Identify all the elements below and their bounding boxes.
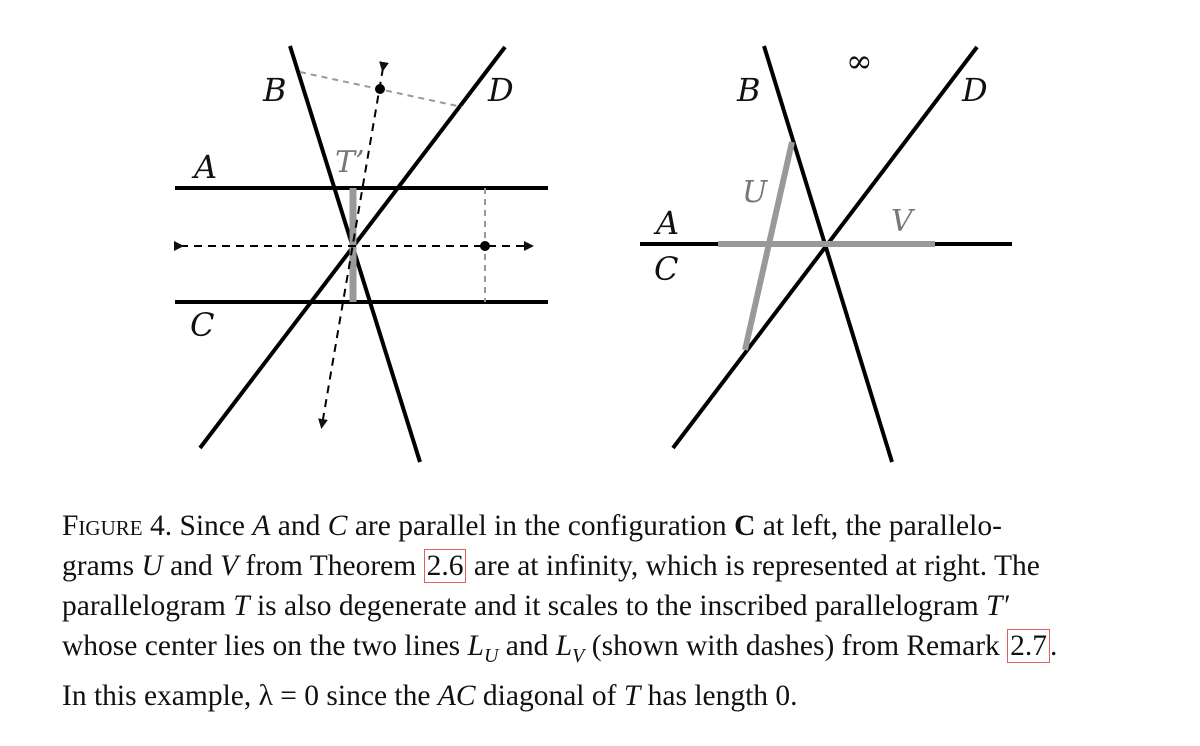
caption-text: and — [498, 630, 556, 662]
theorem-2-6-link[interactable]: 2.6 — [423, 549, 467, 583]
math-L: L — [555, 630, 573, 662]
label-B-left: B — [262, 71, 287, 109]
caption-text: are parallel in the configuration — [347, 510, 735, 542]
label-A-right: A — [653, 204, 679, 242]
right-panel: B D ∞ A C U V — [640, 42, 1012, 463]
line-D-right — [671, 45, 979, 450]
label-A-left: A — [191, 148, 217, 186]
label-B-right: B — [736, 71, 761, 109]
figure-caption: Figure 4. Since A and C are parallel in … — [62, 506, 1142, 716]
math-V: V — [220, 550, 239, 582]
figure-4: B D A C T’ B D ∞ A C U V — [174, 42, 1012, 463]
caption-line-5: In this example, λ = 0 since the AC diag… — [62, 676, 1142, 716]
math-L: L — [467, 630, 484, 662]
caption-text: . — [1050, 630, 1058, 662]
caption-text: parallelogram — [62, 590, 234, 622]
left-panel: B D A C T’ — [174, 45, 548, 463]
label-V: V — [891, 204, 916, 239]
label-D-right: D — [961, 71, 988, 109]
caption-text: diagonal of — [475, 679, 624, 712]
caption-text: is also degenerate and it scales to the … — [249, 590, 987, 622]
caption-text: and — [270, 510, 328, 542]
math-AC: AC — [437, 679, 476, 712]
caption-text: are at infinity, which is represented at… — [466, 550, 1040, 582]
math-T: T — [233, 590, 250, 622]
caption-text: from Theorem — [238, 550, 424, 582]
label-T-prime: T’ — [335, 145, 365, 180]
figure-svg: B D A C T’ B D ∞ A C U V — [174, 42, 1012, 463]
label-D-left: D — [487, 71, 514, 109]
math-A: A — [252, 510, 271, 542]
math-subscript-V: V — [572, 644, 585, 667]
caption-text: (shown with dashes) from Remark — [584, 630, 1008, 662]
caption-text: In this example, λ = 0 since the — [62, 679, 438, 712]
math-T: T — [623, 679, 641, 712]
label-C-right: C — [654, 250, 678, 288]
math-subscript-U: U — [483, 644, 499, 667]
caption-text: whose center lies on the two lines — [62, 630, 468, 662]
math-U: U — [141, 550, 163, 582]
remark-2-7-link[interactable]: 2.7 — [1007, 629, 1051, 663]
caption-text: and — [162, 550, 221, 582]
caption-line-1: Figure 4. Since A and C are parallel in … — [62, 506, 1142, 546]
center-dot-right — [480, 241, 490, 251]
math-C-bold: C — [734, 510, 756, 542]
caption-line-4: whose center lies on the two lines LU an… — [62, 626, 1142, 676]
caption-text: grams — [62, 550, 142, 582]
label-infinity: ∞ — [846, 42, 873, 80]
caption-line-3: parallelogram T is also degenerate and i… — [62, 586, 1142, 626]
caption-text: Since — [172, 510, 253, 542]
line-B-right — [762, 45, 894, 463]
caption-text: at left, the parallelo- — [755, 510, 1002, 542]
caption-line-2: grams U and V from Theorem 2.6 are at in… — [62, 546, 1142, 586]
math-C: C — [327, 510, 348, 542]
caption-text: has length 0. — [640, 679, 798, 712]
math-T-prime: T′ — [986, 590, 1009, 622]
label-C-left: C — [190, 306, 214, 344]
dashed-line-LV — [318, 61, 389, 429]
center-dot-top — [375, 84, 385, 94]
label-U: U — [742, 175, 769, 210]
figure-label: Figure 4. — [62, 510, 173, 542]
